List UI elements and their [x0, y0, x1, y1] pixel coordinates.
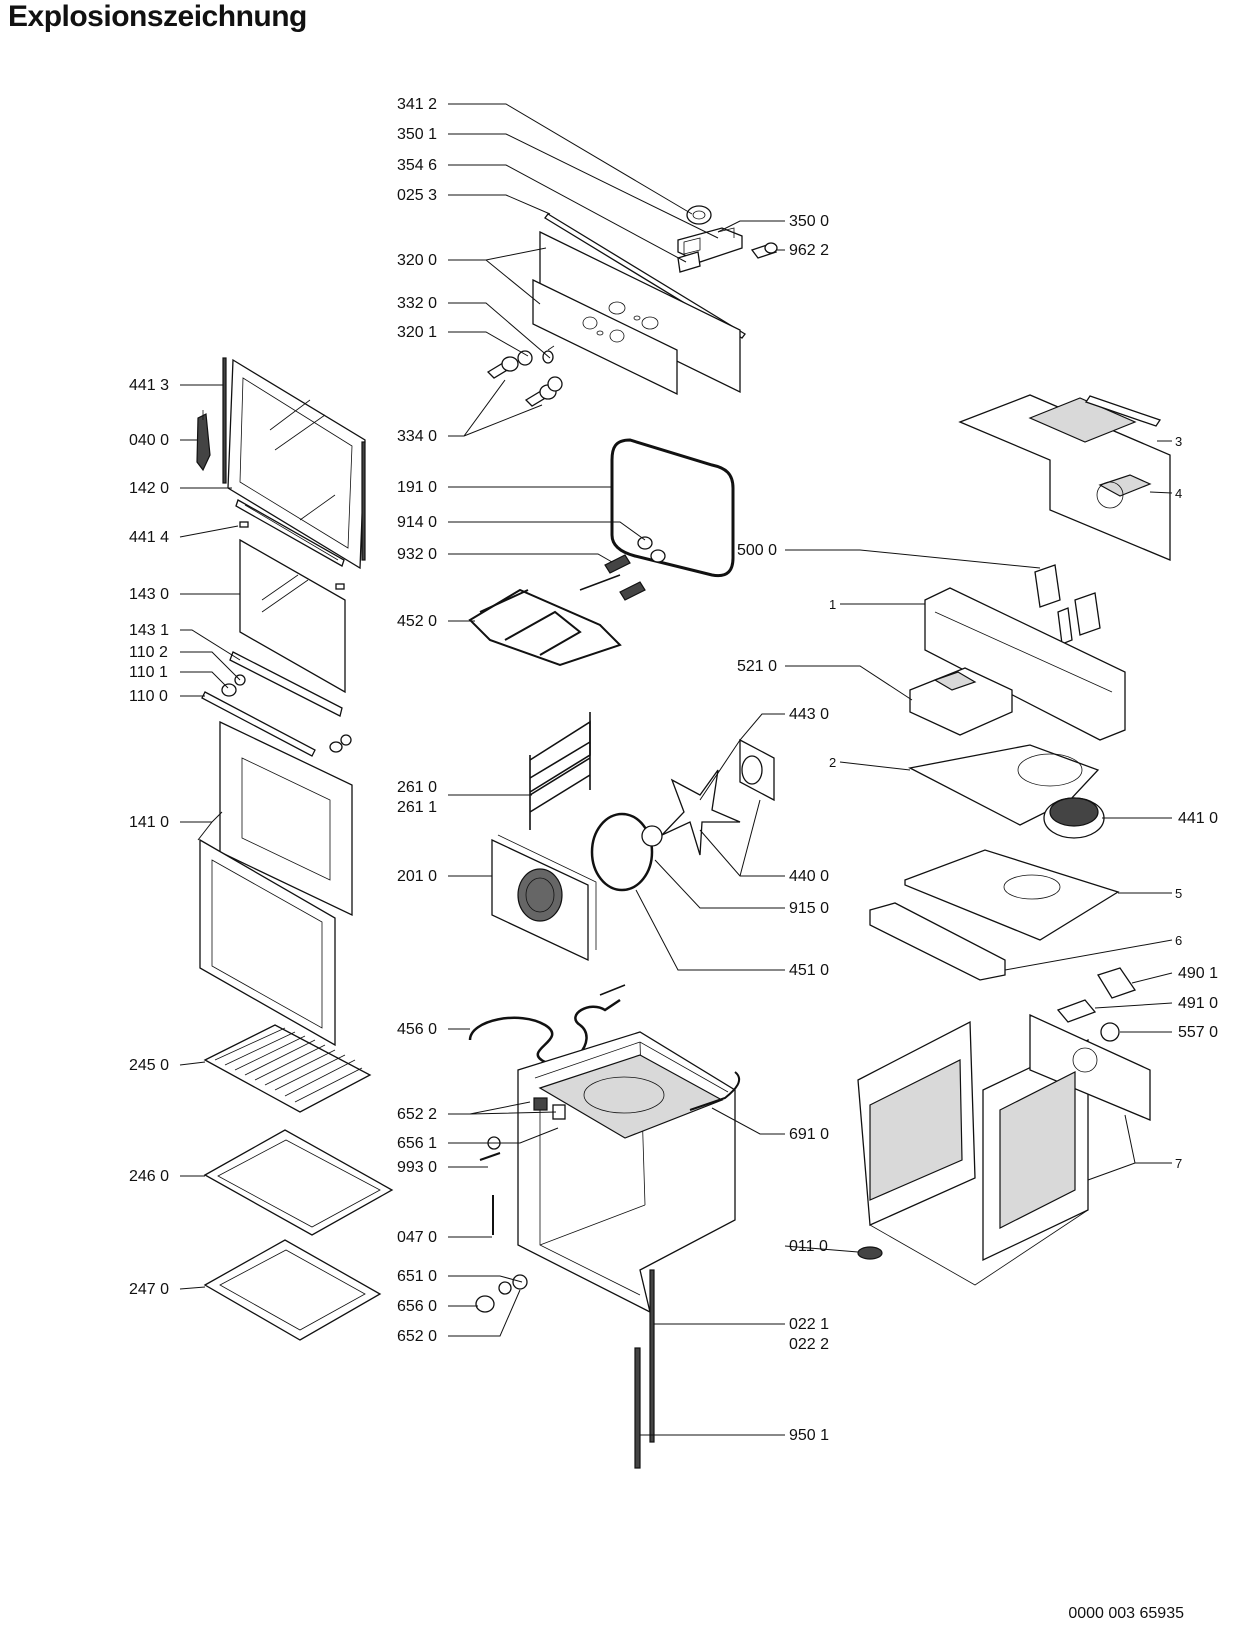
foot-011-0: [857, 1246, 883, 1260]
glass-support-143-1: [229, 651, 343, 717]
label-261-1: 261 1: [397, 799, 437, 816]
label-656-1: 656 1: [397, 1135, 437, 1152]
front-trim-6: [869, 902, 1006, 981]
label-6: 6: [1175, 933, 1182, 948]
lamp-parts-914-932: [604, 536, 666, 601]
label-011-0: 011 0: [789, 1238, 828, 1255]
label-320-1: 320 1: [397, 324, 437, 341]
outer-door-glass-141-0: [199, 720, 353, 1047]
indicator-lamp-962-2: [750, 242, 778, 259]
label-350-1: 350 1: [397, 126, 437, 143]
document-code: 0000 003 65935: [1068, 1605, 1184, 1622]
label-201-0: 201 0: [397, 868, 437, 885]
control-panel-trim-025-3: [544, 213, 746, 339]
inner-door-frame-142-0: [227, 358, 366, 570]
knobs-334-0: [486, 345, 563, 407]
label-962-2: 962 2: [789, 242, 829, 259]
label-245-0: 245 0: [129, 1057, 169, 1074]
door-trim-strip-441-4: [235, 499, 345, 567]
convection-fan-443-0: [641, 738, 775, 856]
label-261-0: 261 0: [397, 779, 437, 796]
electronic-module-521-0: [909, 667, 1013, 736]
label-334-0: 334 0: [397, 428, 437, 445]
label-656-0: 656 0: [397, 1298, 437, 1315]
label-441-0: 441 0: [1178, 810, 1218, 827]
label-354-6: 354 6: [397, 157, 437, 174]
top-cover-3-4: [958, 394, 1171, 561]
label-141-0: 141 0: [129, 814, 169, 831]
label-4: 4: [1175, 486, 1182, 501]
label-142-0: 142 0: [129, 480, 169, 497]
rear-panel-201-0: [491, 834, 597, 962]
cooling-fan-441-0: [1043, 797, 1105, 839]
label-7: 7: [1175, 1156, 1182, 1171]
label-143-0: 143 0: [129, 586, 169, 603]
leader-lines: [179, 103, 1173, 1436]
label-491-0: 491 0: [1178, 995, 1218, 1012]
label-652-0: 652 0: [397, 1328, 437, 1345]
label-441-3: 441 3: [129, 377, 169, 394]
label-1: 1: [829, 597, 836, 612]
door-seal-191-0: [610, 438, 735, 578]
label-341-2: 341 2: [397, 96, 437, 113]
label-914-0: 914 0: [397, 514, 437, 531]
label-452-0: 452 0: [397, 613, 437, 630]
label-350-0: 350 0: [789, 213, 829, 230]
label-191-0: 191 0: [397, 479, 437, 496]
label-441-4: 441 4: [129, 529, 169, 546]
label-022-2: 022 2: [789, 1336, 829, 1353]
side-rack-261: [529, 712, 591, 830]
label-456-0: 456 0: [397, 1021, 437, 1038]
baking-tray-246-0: [203, 1129, 394, 1236]
label-651-0: 651 0: [397, 1268, 437, 1285]
label-022-1: 022 1: [789, 1316, 829, 1333]
label-451-0: 451 0: [789, 962, 829, 979]
label-246-0: 246 0: [129, 1168, 169, 1185]
hinge-040-0: [196, 410, 211, 472]
grill-element-452-0: [468, 574, 622, 667]
deep-tray-247-0: [203, 1239, 382, 1341]
label-143-1: 143 1: [129, 622, 169, 639]
label-932-0: 932 0: [397, 546, 437, 563]
door-seal-441-3: [222, 357, 227, 484]
diagram-title: Explosionszeichnung: [8, 0, 307, 33]
label-332-0: 332 0: [397, 295, 437, 312]
top-plate-5: [904, 849, 1120, 941]
label-047-0: 047 0: [397, 1229, 437, 1246]
label-247-0: 247 0: [129, 1281, 169, 1298]
label-2: 2: [829, 755, 836, 770]
label-521-0: 521 0: [737, 658, 777, 675]
label-691-0: 691 0: [789, 1126, 829, 1143]
small-fittings-490-491-557: [1056, 967, 1137, 1042]
label-110-1: 110 1: [129, 664, 168, 681]
middle-glass-143-0: [239, 538, 346, 694]
glass-strip-354-6: [677, 251, 701, 273]
label-915-0: 915 0: [789, 900, 829, 917]
label-557-0: 557 0: [1178, 1024, 1218, 1041]
fan-cover-ring-451-0: [590, 812, 654, 892]
label-950-1: 950 1: [789, 1427, 829, 1444]
control-knob-bezel-341-2: [686, 205, 712, 225]
label-652-2: 652 2: [397, 1106, 437, 1123]
label-5: 5: [1175, 886, 1182, 901]
label-025-3: 025 3: [397, 187, 437, 204]
label-320-0: 320 0: [397, 252, 437, 269]
relay-block-500-0: [1034, 564, 1101, 645]
label-500-0: 500 0: [737, 542, 777, 559]
label-993-0: 993 0: [397, 1159, 437, 1176]
outer-casing-7: [857, 1013, 1151, 1286]
fan-housing-1: [924, 587, 1126, 741]
label-040-0: 040 0: [129, 432, 169, 449]
oven-rack-245-0: [203, 1024, 372, 1113]
cavity-seals-022-950: [634, 1269, 655, 1469]
label-110-2: 110 2: [129, 644, 168, 661]
label-110-0: 110 0: [129, 688, 168, 705]
label-490-1: 490 1: [1178, 965, 1218, 982]
label-3: 3: [1175, 434, 1182, 449]
control-panel-320-0: [532, 230, 741, 396]
oven-cavity: [517, 1031, 736, 1314]
label-440-0: 440 0: [789, 868, 829, 885]
label-443-0: 443 0: [789, 706, 829, 723]
